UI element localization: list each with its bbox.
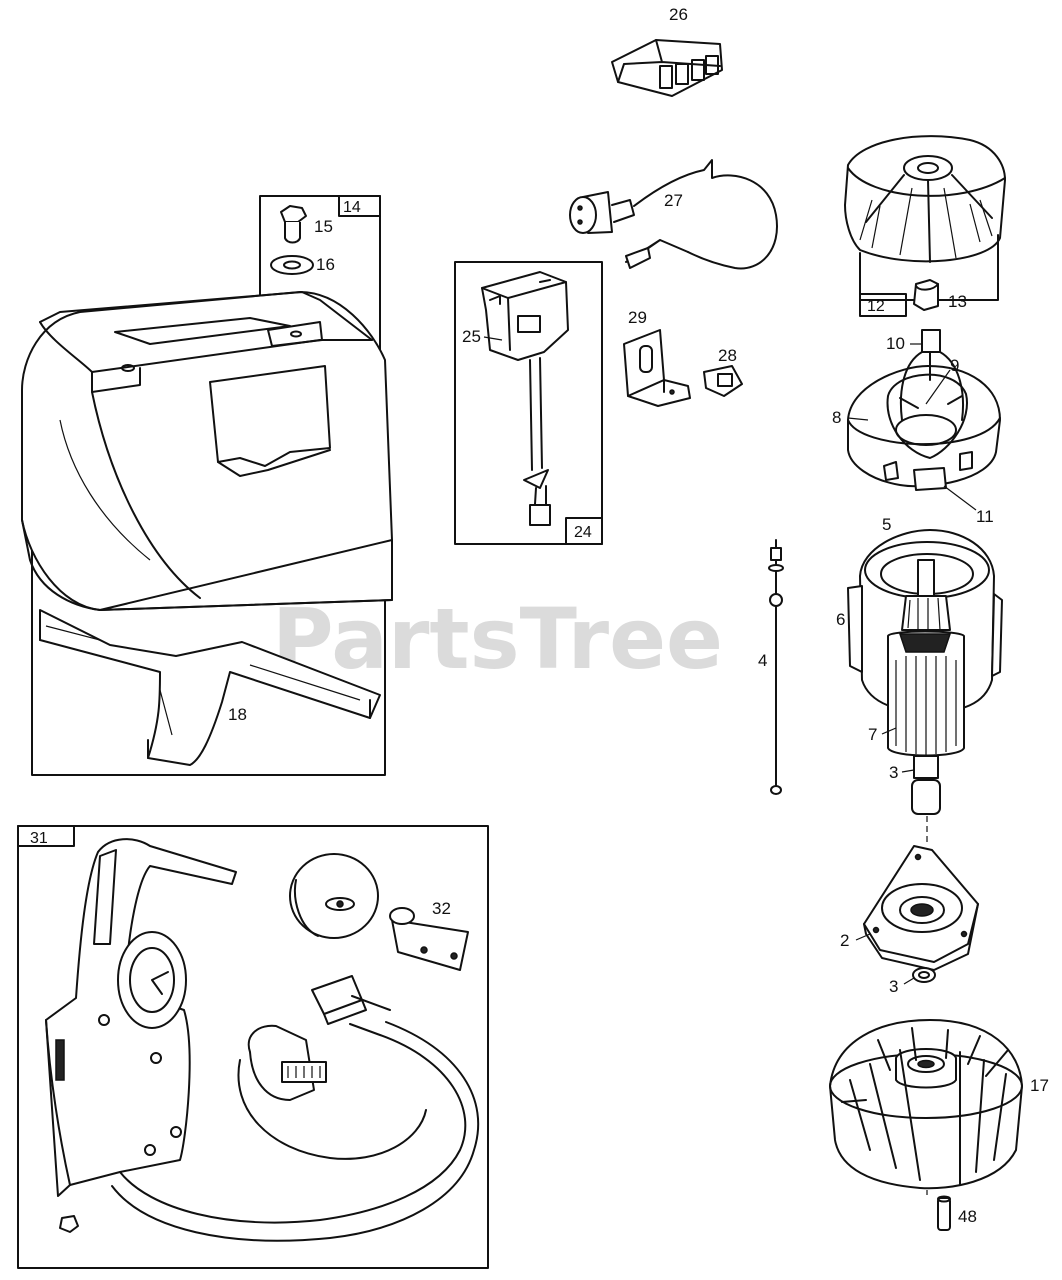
callout-18: 18 — [228, 705, 247, 724]
callout-17: 17 — [1030, 1076, 1049, 1095]
group-31-control-unit[interactable] — [17, 825, 489, 1269]
group-24-box[interactable] — [454, 261, 603, 545]
part-7-armature[interactable] — [887, 559, 965, 815]
callout-29: 29 — [628, 308, 647, 327]
callout-9: 9 — [950, 356, 959, 375]
callout-25: 25 — [462, 327, 481, 346]
callout-3b: 3 — [889, 977, 898, 996]
part-4-through-bolt[interactable] — [768, 539, 784, 795]
watermark: PartsTree — [272, 590, 723, 688]
callout-5: 5 — [882, 515, 891, 534]
callout-4: 4 — [758, 651, 767, 670]
part-29-bracket[interactable] — [623, 329, 691, 407]
callout-27: 27 — [664, 191, 683, 210]
group-12-stator[interactable] — [844, 135, 1006, 317]
group-14-box[interactable] — [259, 195, 381, 366]
callout-12: 12 — [867, 298, 885, 315]
callout-8: 8 — [832, 408, 841, 427]
callout-16: 16 — [316, 255, 335, 274]
part-3-washer[interactable] — [912, 967, 936, 983]
part-18-housing-assembly[interactable] — [21, 291, 393, 776]
callout-31: 31 — [30, 830, 48, 847]
part-2-end-bell[interactable] — [863, 845, 979, 971]
callout-10: 10 — [886, 334, 905, 353]
part-17-fan[interactable] — [829, 1019, 1023, 1190]
callout-3a: 3 — [889, 763, 898, 782]
callout-28: 28 — [718, 346, 737, 365]
callout-6: 6 — [836, 610, 845, 629]
callout-13: 13 — [948, 292, 967, 311]
callout-26: 26 — [669, 5, 688, 24]
part-48-pin[interactable] — [937, 1195, 951, 1231]
callout-48: 48 — [958, 1207, 977, 1226]
part-28-plug[interactable] — [703, 365, 743, 397]
part-27-cable[interactable] — [569, 159, 778, 270]
callout-7: 7 — [868, 725, 877, 744]
callout-32: 32 — [432, 899, 451, 918]
callout-2: 2 — [840, 931, 849, 950]
callout-11: 11 — [976, 507, 994, 526]
part-26-connector[interactable] — [611, 39, 723, 97]
callout-15: 15 — [314, 217, 333, 236]
part-8-brush-holder[interactable] — [847, 329, 1001, 491]
callout-14: 14 — [343, 199, 361, 216]
callout-24: 24 — [574, 524, 592, 541]
